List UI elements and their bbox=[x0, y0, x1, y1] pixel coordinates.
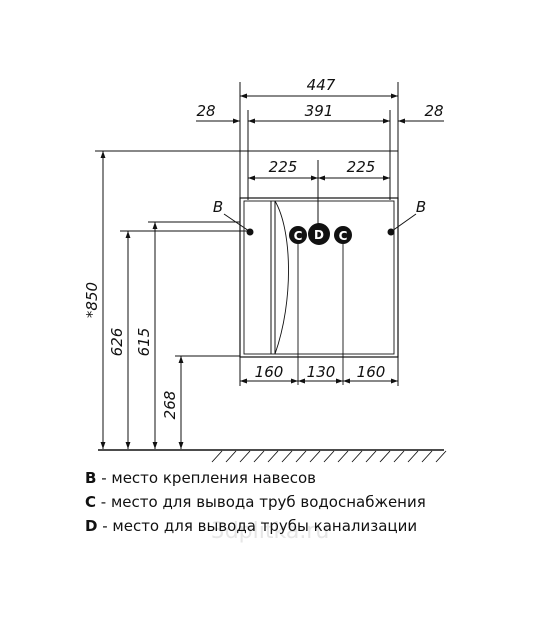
dim-bottom-mid: 130 bbox=[307, 363, 336, 381]
floor-hatch-stroke bbox=[295, 450, 307, 463]
floor-hatching bbox=[211, 450, 447, 463]
floor-hatch-stroke bbox=[323, 450, 335, 463]
legend-key-c: C bbox=[85, 493, 97, 511]
dim-half-left: 225 bbox=[269, 158, 298, 176]
top-dimensions bbox=[196, 82, 444, 228]
floor-hatch-stroke bbox=[267, 450, 279, 463]
marker-b-left: B bbox=[213, 198, 223, 216]
bottom-dimensions bbox=[239, 357, 399, 386]
floor-hatch-stroke bbox=[239, 450, 251, 463]
floor-hatch-stroke bbox=[365, 450, 377, 463]
dim-bottom-left: 160 bbox=[255, 363, 284, 381]
floor-hatch-stroke bbox=[379, 450, 391, 463]
outlet-c-right bbox=[334, 226, 352, 244]
dim-height-total: *850 bbox=[83, 282, 101, 318]
outlet-c-left bbox=[289, 226, 307, 244]
dim-total-width: 447 bbox=[307, 76, 336, 94]
legend-key-d: D bbox=[85, 517, 98, 535]
floor-hatch-stroke bbox=[225, 450, 237, 463]
outlet-c-left-label: C bbox=[294, 229, 303, 243]
legend-text-c: - место для вывода труб водоснабжения bbox=[96, 493, 426, 511]
legend-text-d: - место для вывода трубы канализации bbox=[97, 517, 418, 535]
dim-height-626: 626 bbox=[108, 328, 126, 357]
floor-hatch-stroke bbox=[435, 450, 447, 463]
legend-item-c: C - место для вывода труб водоснабжения bbox=[85, 493, 426, 511]
dim-bottom-right: 160 bbox=[357, 363, 386, 381]
watermark: 3dplitka.ru bbox=[211, 519, 330, 544]
dim-left-offset: 28 bbox=[196, 102, 215, 120]
floor-hatch-stroke bbox=[281, 450, 293, 463]
legend-item-d: D - место для вывода трубы канализации bbox=[85, 517, 417, 535]
outlet-d-center bbox=[308, 223, 330, 245]
floor-hatch-stroke bbox=[407, 450, 419, 463]
dim-height-615: 615 bbox=[135, 328, 153, 357]
dim-height-268: 268 bbox=[161, 391, 179, 420]
legend-key-b: B bbox=[85, 469, 97, 487]
floor-hatch-stroke bbox=[351, 450, 363, 463]
legend-text-b: - место крепления навесов bbox=[96, 469, 316, 487]
dim-right-offset: 28 bbox=[424, 102, 443, 120]
dim-half-right: 225 bbox=[347, 158, 376, 176]
floor-hatch-stroke bbox=[393, 450, 405, 463]
cabinet-outline bbox=[239, 197, 399, 358]
floor-hatch-stroke bbox=[253, 450, 265, 463]
floor-hatch-stroke bbox=[337, 450, 349, 463]
outlet-c-right-label: C bbox=[339, 229, 348, 243]
outlet-d-center-label: D bbox=[314, 228, 324, 242]
dim-inner-width: 391 bbox=[305, 102, 334, 120]
floor-hatch-stroke bbox=[421, 450, 433, 463]
legend-item-b: B - место крепления навесов bbox=[85, 469, 316, 487]
floor-hatch-stroke bbox=[309, 450, 321, 463]
marker-b-right: B bbox=[416, 198, 426, 216]
left-dimensions bbox=[95, 150, 398, 449]
floor-hatch-stroke bbox=[211, 450, 223, 463]
